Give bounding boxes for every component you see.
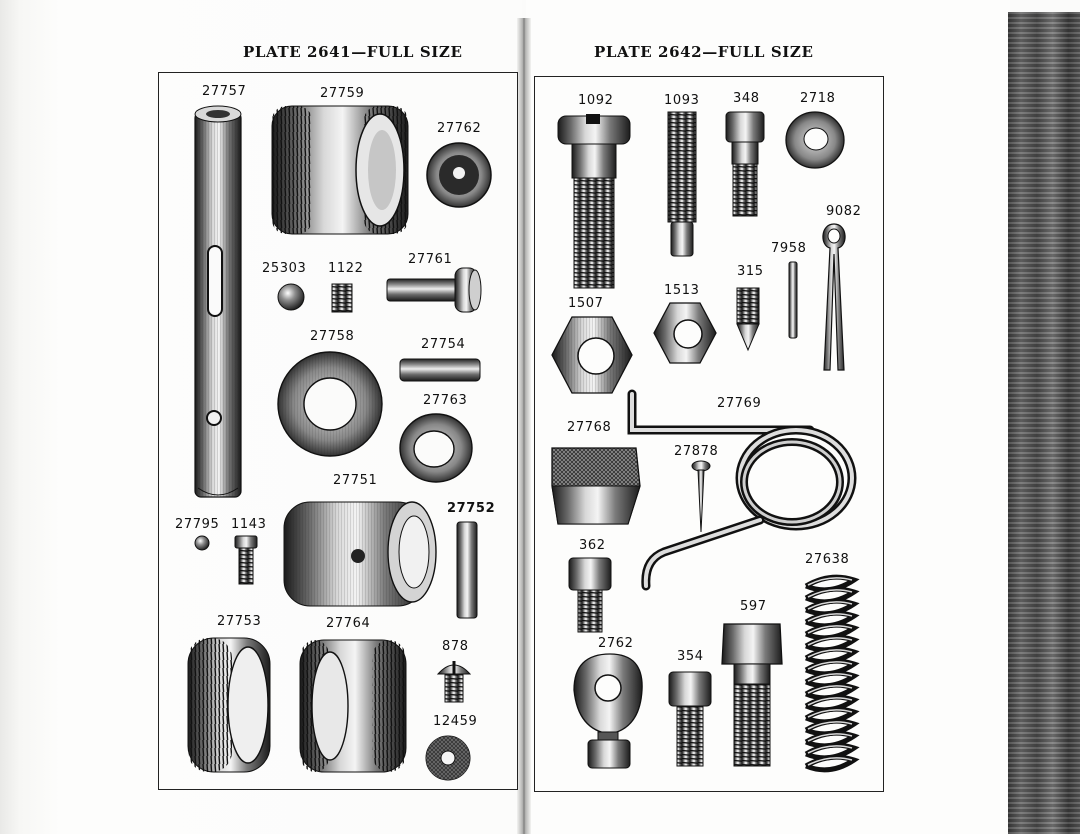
part-label-2762: 2762: [598, 636, 634, 651]
part-label-27762: 27762: [437, 121, 482, 136]
stud-1093-illustration: [667, 111, 697, 257]
plate-2642-title: PLATE 2642—FULL SIZE: [594, 43, 814, 61]
part-label-315: 315: [737, 264, 764, 279]
plate-2641-frame: [158, 72, 518, 790]
cotterpin-9082-illustration: [822, 223, 846, 371]
part-label-597: 597: [740, 599, 767, 614]
part-label-354: 354: [677, 649, 704, 664]
spring-27769-illustration: [627, 389, 857, 591]
bolt-1092-illustration: [557, 114, 631, 289]
ring-27763-illustration: [399, 413, 473, 483]
capscrew-597-illustration: [721, 623, 783, 767]
part-label-1093: 1093: [664, 93, 700, 108]
ring-27753-illustration: [187, 637, 271, 773]
sleeve-27759-illustration: [271, 105, 409, 235]
part-label-27768: 27768: [567, 420, 612, 435]
part-label-1122: 1122: [328, 261, 364, 276]
hexnut-1513-illustration: [653, 302, 717, 364]
part-label-2718: 2718: [800, 91, 836, 106]
part-label-27757: 27757: [202, 84, 247, 99]
part-label-27753: 27753: [217, 614, 262, 629]
coilspring-27638-illustration: [804, 574, 860, 773]
book-gutter: [517, 18, 531, 834]
plate-2642-frame: [534, 76, 884, 792]
part-label-27638: 27638: [805, 552, 850, 567]
part-label-1507: 1507: [568, 296, 604, 311]
part-label-1092: 1092: [578, 93, 614, 108]
part-label-7958: 7958: [771, 241, 807, 256]
part-label-25303: 25303: [262, 261, 307, 276]
part-label-348: 348: [733, 91, 760, 106]
capscrew-362-illustration: [568, 557, 612, 633]
part-label-27752: 27752: [447, 501, 496, 516]
part-label-27795: 27795: [175, 517, 220, 532]
cap-27762-illustration: [426, 142, 492, 208]
shaft-27757-illustration: [194, 105, 242, 498]
part-label-27758: 27758: [310, 329, 355, 344]
bushing-27751-illustration: [283, 501, 437, 607]
sleeve-27764-illustration: [299, 639, 407, 773]
screw-878-illustration: [436, 661, 472, 703]
part-label-27769: 27769: [717, 396, 762, 411]
disc-27795-illustration: [194, 535, 210, 551]
part-label-27878: 27878: [674, 444, 719, 459]
part-label-27754: 27754: [421, 337, 466, 352]
part-label-362: 362: [579, 538, 606, 553]
rod-27752-illustration: [456, 521, 478, 619]
rod-27754-illustration: [399, 358, 481, 382]
book-cover-edge: [1008, 12, 1080, 834]
screw-315-illustration: [736, 287, 760, 352]
hexnut-1507-illustration: [551, 316, 633, 394]
eyebolt-2762-illustration: [573, 653, 643, 769]
screw-1143-illustration: [234, 535, 258, 585]
ball-25303-illustration: [277, 283, 305, 311]
part-label-27751: 27751: [333, 473, 378, 488]
part-label-27761: 27761: [408, 252, 453, 267]
part-label-27763: 27763: [423, 393, 468, 408]
setscrew-1122-illustration: [331, 283, 353, 313]
washer-12459-illustration: [425, 735, 471, 781]
plate-2641-title: PLATE 2641—FULL SIZE: [243, 43, 463, 61]
pin-27761-illustration: [386, 267, 482, 313]
part-label-9082: 9082: [826, 204, 862, 219]
capscrew-354-illustration: [668, 671, 712, 767]
capscrew-348-illustration: [725, 111, 765, 217]
pin-7958-illustration: [788, 261, 798, 339]
part-label-27759: 27759: [320, 86, 365, 101]
block-27768-illustration: [551, 447, 641, 525]
part-label-12459: 12459: [433, 714, 478, 729]
part-label-27764: 27764: [326, 616, 371, 631]
part-label-1513: 1513: [664, 283, 700, 298]
part-label-878: 878: [442, 639, 469, 654]
nail-27878-illustration: [691, 460, 711, 533]
part-label-1143: 1143: [231, 517, 267, 532]
washer-2718-illustration: [785, 111, 845, 169]
washer-27758-illustration: [277, 351, 383, 457]
